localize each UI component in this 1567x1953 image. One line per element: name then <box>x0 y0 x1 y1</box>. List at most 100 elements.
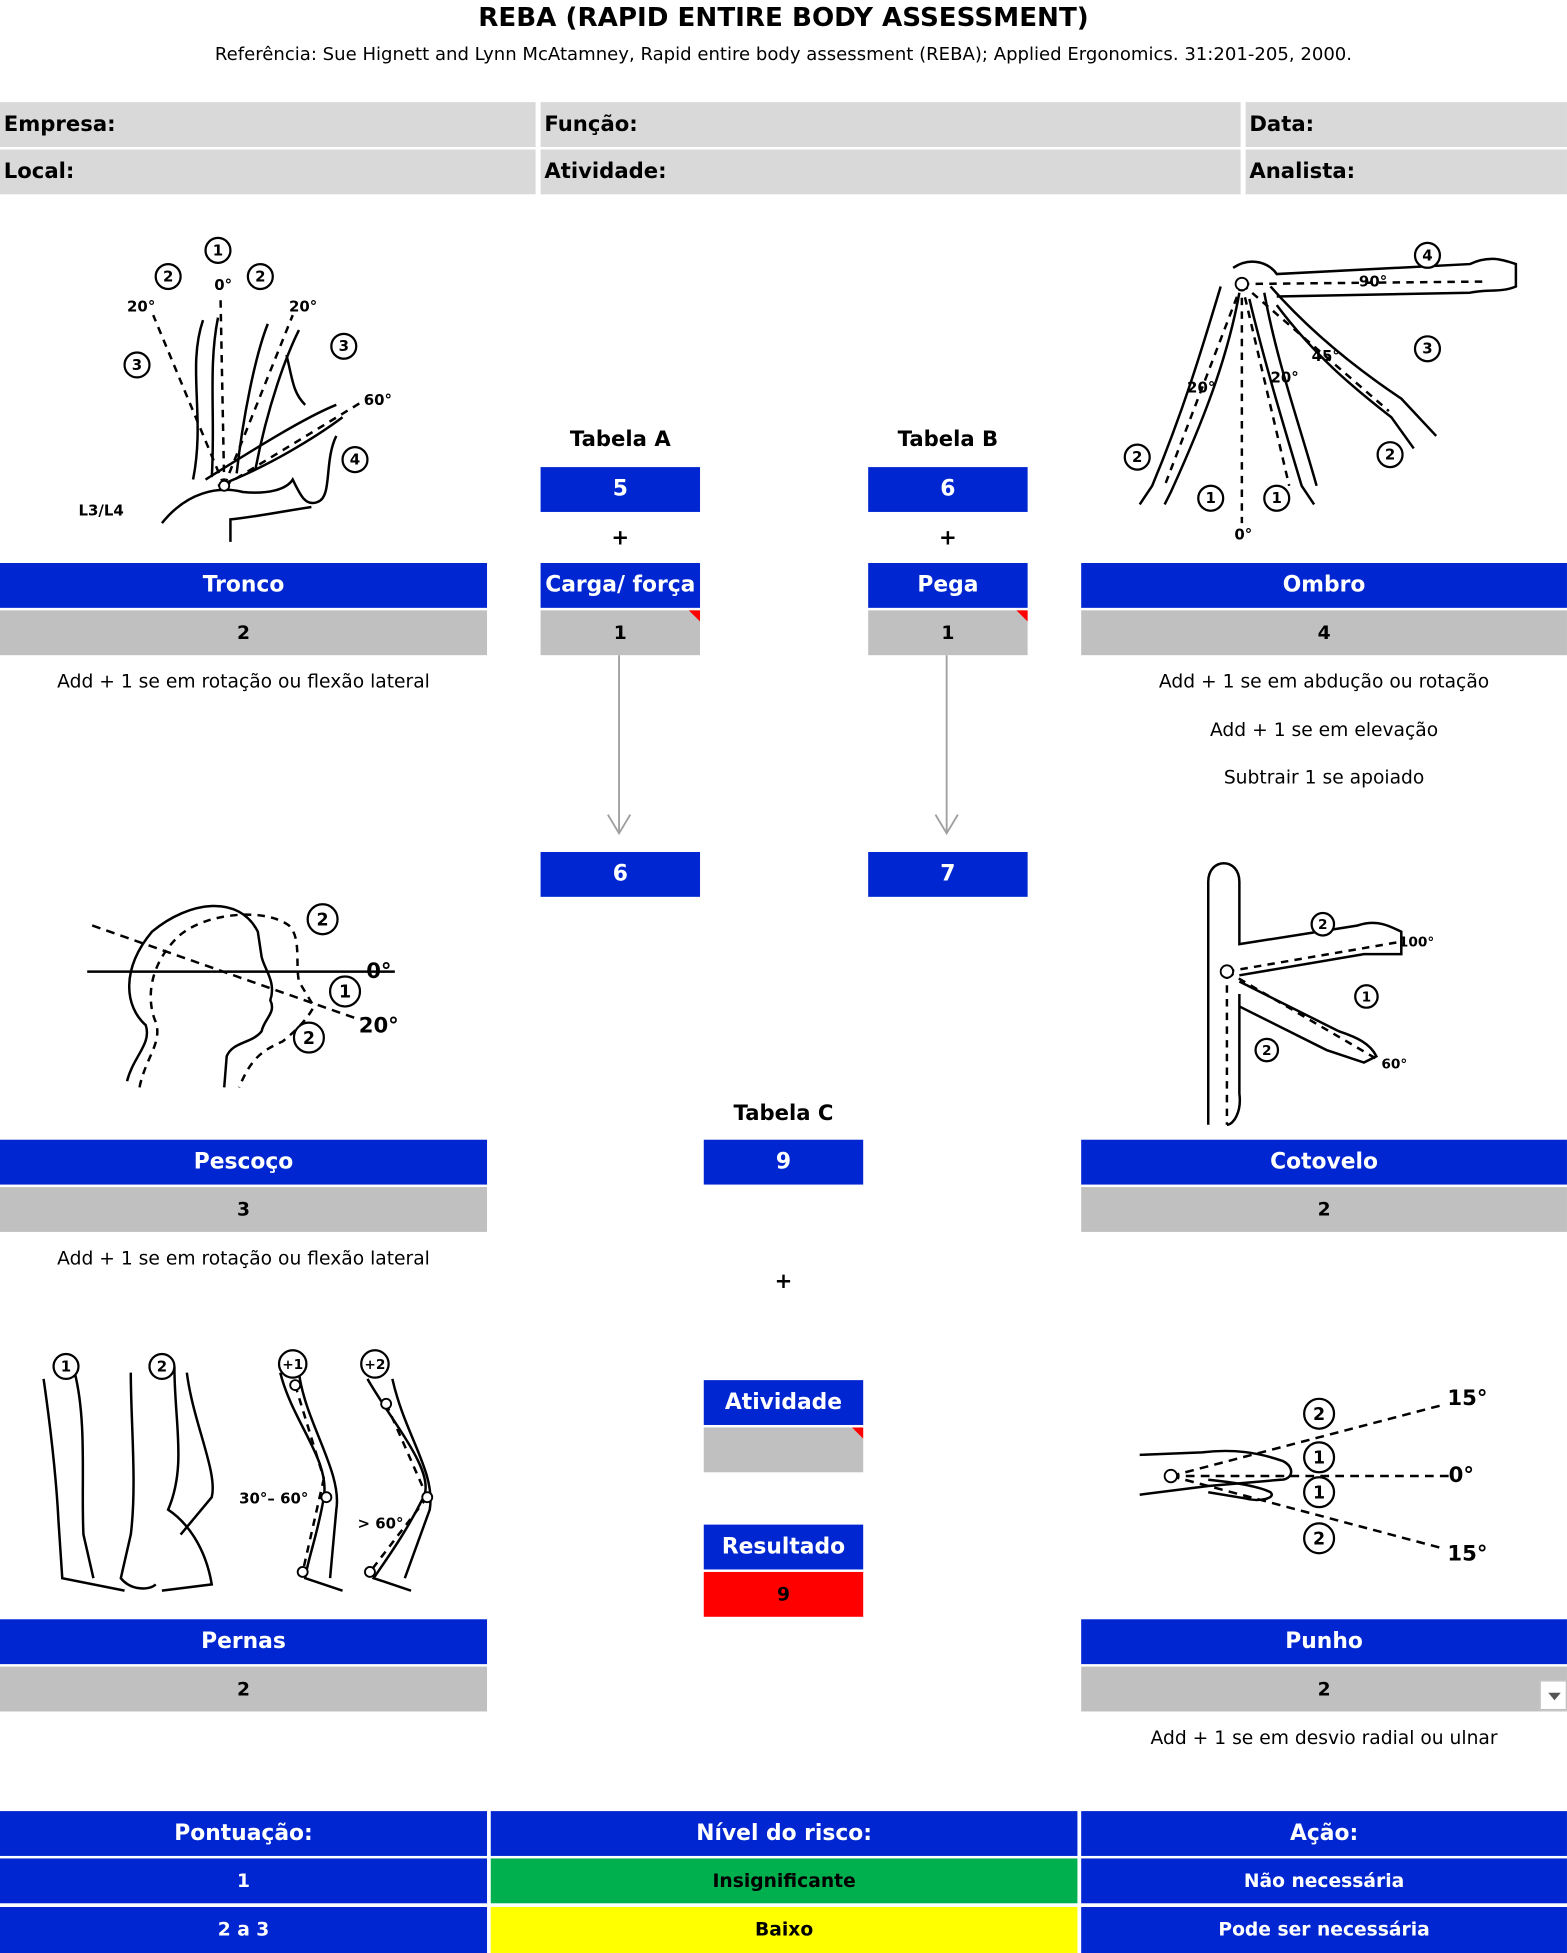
pernas-label: Pernas <box>0 1619 488 1665</box>
atividade-score[interactable] <box>703 1427 864 1473</box>
wrist-marker-1b: 1 <box>1313 1483 1325 1503</box>
shoulder-angle-20-front: 20° <box>1271 368 1299 386</box>
pernas-score[interactable]: 2 <box>0 1666 488 1712</box>
cotovelo-label: Cotovelo <box>1081 1139 1567 1185</box>
cotovelo-score[interactable]: 2 <box>1081 1187 1567 1232</box>
trunk-marker-3a: 3 <box>132 356 142 374</box>
wrist-marker-2a: 2 <box>1313 1405 1325 1425</box>
pega-label: Pega <box>868 563 1028 608</box>
ombro-note-2: Add + 1 se em elevação <box>1209 718 1439 742</box>
tronco-score[interactable]: 2 <box>0 610 488 656</box>
wrist-marker-1a: 1 <box>1313 1449 1325 1469</box>
punho-score[interactable]: 2 <box>1081 1666 1567 1712</box>
risk-row-1-score: 1 <box>0 1858 488 1904</box>
chevron-down-icon <box>1548 1692 1561 1701</box>
punho-label: Punho <box>1081 1619 1567 1665</box>
page-title: REBA (RAPID ENTIRE BODY ASSESSMENT) <box>478 2 1089 33</box>
legs-marker-plus1: +1 <box>282 1357 303 1373</box>
arrow-down-icon <box>607 655 632 836</box>
tabela-c-value[interactable]: 9 <box>703 1139 864 1185</box>
shoulder-angle-45: 45° <box>1312 347 1340 365</box>
local-cell[interactable]: Local: <box>0 149 536 195</box>
ombro-label: Ombro <box>1081 563 1567 608</box>
funcao-cell[interactable]: Função: <box>540 102 1241 147</box>
legs-marker-2: 2 <box>157 1357 167 1375</box>
tabela-a-value[interactable]: 5 <box>540 467 701 512</box>
pega-score[interactable]: 1 <box>868 610 1028 656</box>
comment-indicator[interactable] <box>851 1427 864 1439</box>
trunk-angle-60: 60° <box>364 391 392 409</box>
legs-marker-1: 1 <box>61 1357 71 1375</box>
pescoco-score[interactable]: 3 <box>0 1187 488 1232</box>
risk-row-1-level: Insignificante <box>490 1858 1078 1904</box>
neck-marker-2b: 2 <box>303 1029 315 1049</box>
shoulder-marker-2b: 2 <box>1132 448 1142 466</box>
comment-indicator[interactable] <box>688 610 701 622</box>
tronco-note: Add + 1 se em rotação ou flexão lateral <box>57 670 430 693</box>
legs-angle-30-60: 30°– 60° <box>239 1489 308 1507</box>
carga-forca-label: Carga/ força <box>540 563 701 608</box>
punho-note: Add + 1 se em desvio radial ou ulnar <box>1150 1726 1498 1749</box>
tabela-b-value[interactable]: 6 <box>868 467 1028 512</box>
shoulder-marker-1a: 1 <box>1206 489 1216 507</box>
shoulder-marker-4: 4 <box>1422 246 1432 264</box>
tabela-c-plus: + <box>774 1269 793 1295</box>
shoulder-marker-3: 3 <box>1422 340 1432 358</box>
ombro-score[interactable]: 4 <box>1081 610 1567 656</box>
shoulder-marker-2a: 2 <box>1385 446 1395 464</box>
shoulder-angle-20-back: 20° <box>1187 378 1215 396</box>
shoulder-posture-figure: 90° 45° 20° 20° 0° 4 3 2 2 1 1 <box>1123 241 1518 543</box>
pega-score-value: 1 <box>941 621 955 644</box>
resultado-label: Resultado <box>703 1524 864 1570</box>
wrist-angle-15-down: 15° <box>1447 1541 1487 1566</box>
trunk-posture-figure: 20° 0° 20° 60° L3/L4 1 2 2 3 3 4 <box>78 236 392 542</box>
risk-row-1-action: Não necessária <box>1081 1858 1567 1904</box>
trunk-angle-20-right: 20° <box>289 297 317 315</box>
atividade-label: Atividade <box>703 1380 864 1425</box>
tabela-a-label: Tabela A <box>569 427 671 453</box>
trunk-angle-20-left: 20° <box>127 297 155 315</box>
legs-marker-plus2: +2 <box>364 1357 385 1373</box>
trunk-angle-0: 0° <box>214 276 232 294</box>
neck-marker-2a: 2 <box>317 910 329 930</box>
legs-posture-figure: 30°– 60° > 60° 1 2 +1 +2 <box>42 1349 434 1592</box>
shoulder-angle-90: 90° <box>1359 272 1387 290</box>
neck-angle-0: 0° <box>366 958 391 983</box>
wrist-angle-0: 0° <box>1449 1462 1474 1487</box>
elbow-marker-2b: 2 <box>1262 1043 1272 1059</box>
punho-dropdown-button[interactable] <box>1539 1680 1567 1711</box>
wrist-marker-2b: 2 <box>1313 1530 1325 1550</box>
comment-indicator[interactable] <box>1016 610 1028 622</box>
risk-header-pontuacao: Pontuação: <box>0 1811 488 1856</box>
atividade-cell[interactable]: Atividade: <box>540 149 1241 195</box>
empresa-cell[interactable]: Empresa: <box>0 102 536 147</box>
elbow-angle-100: 100° <box>1399 935 1434 951</box>
tabela-b-result[interactable]: 7 <box>868 851 1028 897</box>
trunk-marker-2b: 2 <box>255 268 265 286</box>
trunk-marker-3b: 3 <box>339 337 349 355</box>
reference-text: Referência: Sue Hignett and Lynn McAtamn… <box>214 44 1353 65</box>
risk-row-2-level: Baixo <box>490 1907 1078 1953</box>
data-cell[interactable]: Data: <box>1245 102 1567 147</box>
risk-row-2-score: 2 a 3 <box>0 1907 488 1953</box>
tabela-a-result[interactable]: 6 <box>540 851 701 897</box>
carga-forca-score[interactable]: 1 <box>540 610 701 656</box>
tronco-label: Tronco <box>0 563 488 608</box>
trunk-marker-4: 4 <box>350 451 360 469</box>
neck-posture-figure: 0° 20° 2 1 2 <box>87 903 399 1088</box>
risk-row-2-action: Pode ser necessária <box>1081 1907 1567 1953</box>
legs-angle-over-60: > 60° <box>357 1514 403 1532</box>
shoulder-marker-1b: 1 <box>1272 489 1282 507</box>
neck-marker-1: 1 <box>339 983 351 1003</box>
wrist-angle-15-up: 15° <box>1447 1385 1487 1410</box>
arrow-down-icon <box>934 655 959 836</box>
wrist-posture-figure: 15° 0° 15° 2 1 1 2 <box>1139 1385 1487 1566</box>
trunk-marker-2a: 2 <box>163 268 173 286</box>
resultado-value[interactable]: 9 <box>703 1571 864 1617</box>
tabela-a-plus: + <box>611 525 630 551</box>
shoulder-angle-0: 0° <box>1234 525 1252 543</box>
analista-cell[interactable]: Analista: <box>1245 149 1567 195</box>
pescoco-label: Pescoço <box>0 1139 488 1185</box>
trunk-marker-1: 1 <box>213 241 223 259</box>
